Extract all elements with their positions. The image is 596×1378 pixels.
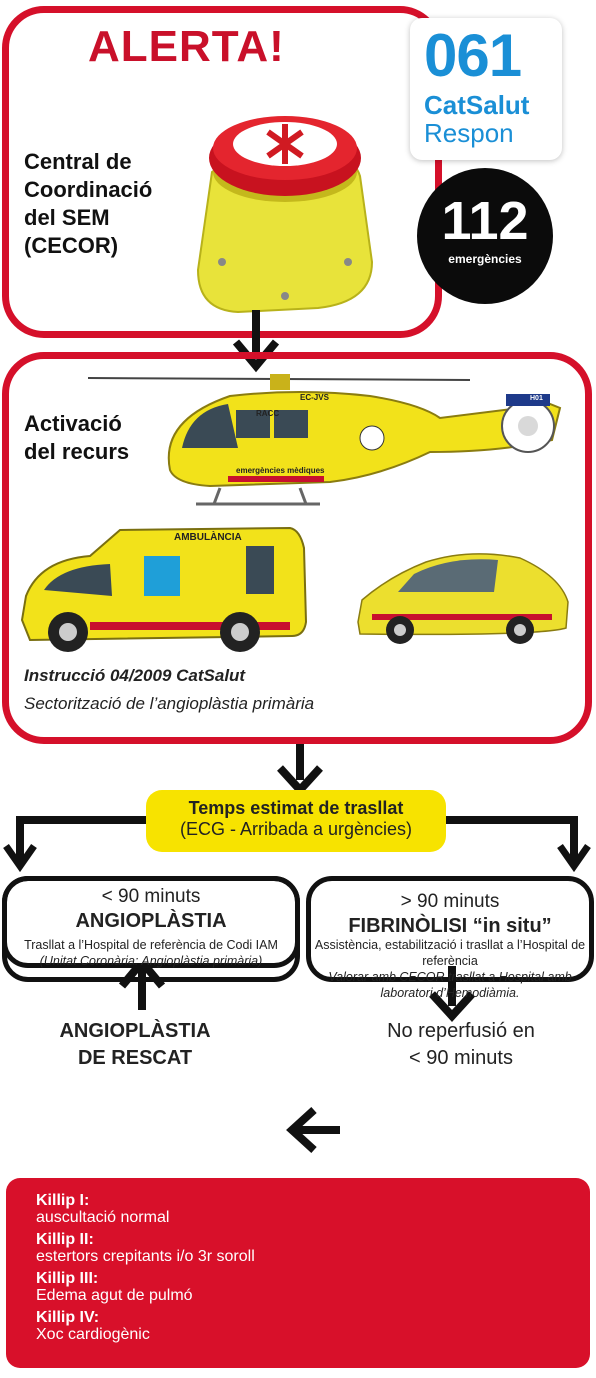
heli-id: H01 (530, 395, 543, 402)
car-icon (357, 553, 569, 644)
ambulance-icon (20, 526, 308, 652)
killip-item: Killip IV: Xoc cardiogènic (36, 1309, 150, 1343)
arrow-left-icon (286, 1107, 340, 1153)
branch-arrow-left-icon (3, 816, 146, 873)
angioplasty-box (2, 876, 300, 968)
instruction-title: Instrucció 04/2009 CatSalut (24, 666, 246, 685)
fibrinolysis-body: Assistència, estabilització i trasllat a… (314, 938, 586, 1000)
heli-reg: EC-JVS (300, 393, 329, 402)
logo-112: 112 emergències (417, 168, 553, 304)
fibrinolysis-box: > 90 minuts FIBRINÒLISI “in situ” (306, 876, 594, 982)
killip-item: Killip II: estertors crepitants i/o 3r s… (36, 1231, 255, 1265)
transfer-time-subtitle: (ECG - Arribada a urgències) (179, 819, 413, 839)
logo-061: 061 CatSalut Respon (410, 18, 562, 160)
alert-button-icon (196, 116, 374, 314)
cecor-label: Central de Coordinació del SEM (CECOR) (24, 149, 153, 258)
heli-racc: RACC (256, 409, 280, 418)
instruction-sub: Sectorització de l’angioplàstia primària (24, 694, 315, 713)
no-reperfusion-label: No reperfusió en < 90 minuts (387, 1020, 535, 1069)
helicopter-icon (87, 374, 562, 506)
rescue-angioplasty-label: ANGIOPLÀSTIA DE RESCAT (59, 1020, 211, 1069)
transfer-time-box: Temps estimat de trasllat (ECG - Arribad… (146, 790, 446, 852)
angioplasty-text-wrap (2, 876, 300, 982)
branch-arrow-right-icon (446, 816, 591, 873)
heli-text: emergències mèdiques (236, 466, 325, 475)
killip-box: Killip I: auscultació normal Killip II: … (6, 1178, 590, 1368)
angioplasty-body: Trasllat a l’Hospital de referència de C… (24, 938, 278, 968)
activation-box (2, 352, 592, 744)
arrow-down-icon (277, 740, 323, 796)
activation-label: Activació del recurs (24, 411, 130, 464)
arrow-down-icon (429, 966, 475, 1022)
killip-item: Killip I: auscultació normal (36, 1192, 170, 1226)
killip-item: Killip III: Edema agut de pulmó (36, 1270, 193, 1304)
transfer-time-title: Temps estimat de trasllat (188, 798, 404, 818)
ambulance-text: AMBULÀNCIA (174, 532, 242, 543)
angioplasty-box-frame: < 90 minuts ANGIOPLÀSTIA (75, 886, 227, 932)
arrow-down-icon (232, 310, 280, 373)
alert-title: ALERTA! (88, 22, 285, 71)
